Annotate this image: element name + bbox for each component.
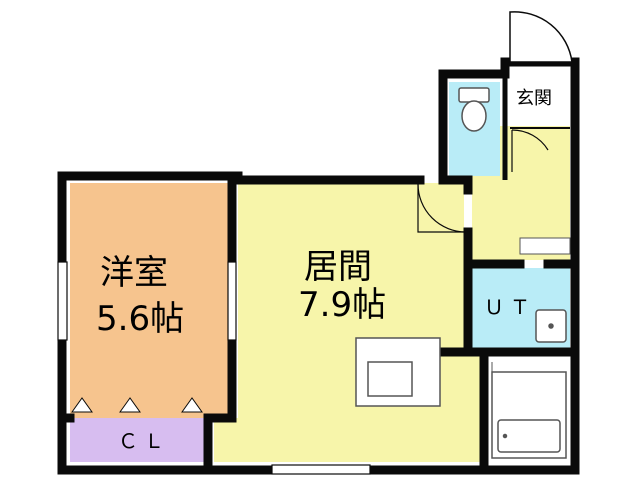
kitchen-counter (355, 337, 441, 407)
closet (70, 418, 208, 462)
door-swings (417, 129, 549, 233)
entrance (510, 82, 570, 126)
washbasin (535, 309, 567, 343)
western-room-name: 洋室 (100, 253, 168, 293)
western-room (70, 183, 228, 418)
toilet-fixture (458, 87, 490, 132)
closet-doors (71, 397, 203, 413)
closet-label: ＣＬ (118, 429, 170, 453)
living-room-name: 居間 (304, 247, 372, 287)
utility-label: ＵＴ (484, 295, 536, 319)
entrance-label: 玄関 (516, 88, 552, 109)
living-room-size: 7.9帖 (298, 285, 386, 325)
western-room-size: 5.6帖 (96, 299, 184, 339)
walls (57, 57, 580, 475)
bathtub (491, 371, 567, 459)
windows (57, 261, 371, 475)
hall-shelf (519, 237, 571, 255)
entry-door (509, 11, 573, 63)
